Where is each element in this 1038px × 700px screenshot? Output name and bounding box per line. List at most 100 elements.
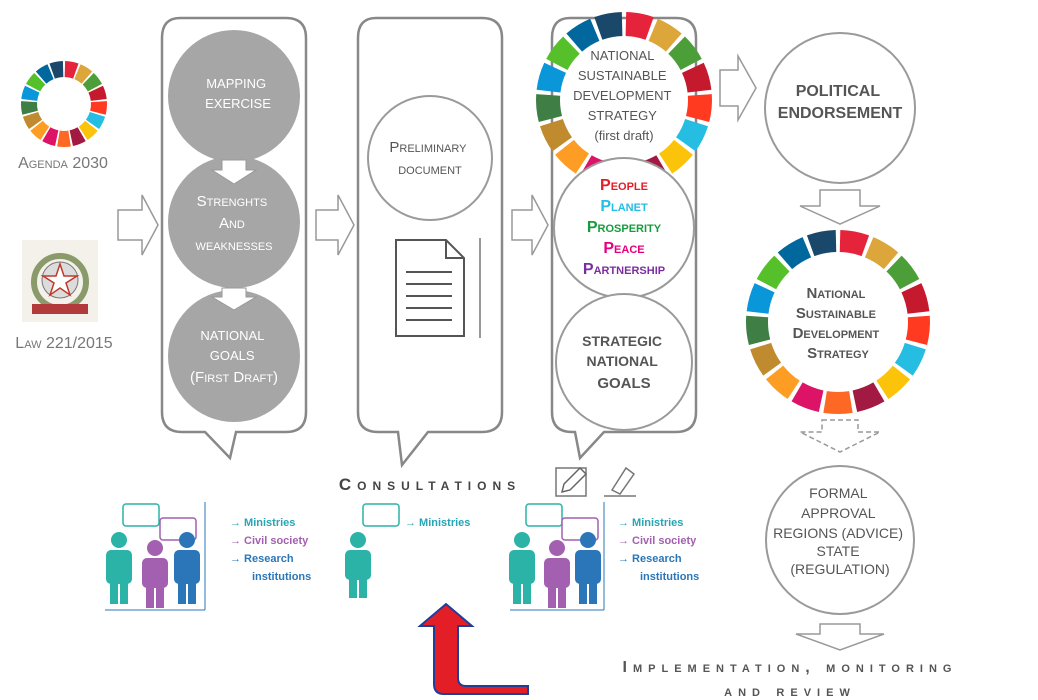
stakeholders-list-3: → Ministries → Civil society → Research … (618, 517, 699, 583)
wheel-segment (668, 36, 702, 71)
wheel-segment (876, 365, 911, 399)
wheel-segment (681, 62, 712, 93)
pillar-label: People (600, 177, 648, 194)
wheel-segment (777, 237, 812, 270)
formal-approval-label: FORMAL APPROVAL REGIONS (ADVICE) STATE (… (773, 485, 907, 577)
wheel-segment (676, 119, 709, 152)
flow-arrows (117, 53, 885, 651)
wheel-segment (22, 112, 43, 130)
feedback-arrow-icon (417, 602, 529, 695)
review-label: and review (724, 683, 856, 700)
wheel-segment (57, 130, 71, 148)
strategic-goals-circle (555, 293, 693, 431)
wheel-segment (42, 127, 59, 147)
preliminary-document-label: Preliminary document (389, 139, 470, 178)
wheel-segment (659, 139, 693, 174)
highlighter-icon (604, 466, 636, 497)
mapping-label: MAPPING EXERCISE (205, 76, 271, 111)
wheel-segment (791, 382, 824, 412)
wheel-segment (85, 112, 106, 130)
stakeholders-list-1: → Ministries → Civil society → Research … (230, 517, 311, 583)
mapping-circle (168, 30, 300, 162)
wheel-segment (21, 85, 40, 101)
strengths-circle (168, 156, 300, 288)
sdg-wheel-icon (21, 61, 107, 148)
wheel-segment (852, 382, 885, 412)
wheel-segment (21, 101, 38, 115)
strategy-draft-circle (566, 42, 682, 158)
arrow-down-icon (210, 159, 258, 185)
wheel-segment (25, 72, 46, 92)
dashed-arrow-down-icon (799, 419, 881, 453)
arrow-right-icon (719, 53, 757, 123)
wheel-segment (69, 127, 86, 147)
wheel-segment (90, 101, 107, 115)
wheel-segment (750, 342, 782, 376)
wheel-segment (685, 94, 712, 122)
wheel-segment (806, 230, 837, 257)
wheel-segment (746, 283, 775, 314)
wheel-segment (901, 283, 930, 314)
wheel-segment (64, 61, 79, 79)
stakeholders-list-2: → Ministries (405, 517, 470, 529)
document-icon (395, 238, 481, 338)
wheel-segment (823, 391, 853, 415)
preliminary-circle (367, 95, 493, 221)
agenda-2030-label: Agenda 2030 (18, 155, 108, 172)
wheel-segment (78, 120, 98, 140)
arrow-right-icon (315, 194, 355, 256)
wheel-segment (88, 85, 107, 101)
edit-icon (555, 466, 588, 497)
strategy-final-label: National Sustainable Development Strateg… (793, 285, 884, 362)
pillar-label: Partnership (583, 261, 665, 278)
wheel-segment (49, 61, 64, 79)
wheel-segment (74, 64, 93, 84)
arrow-down-icon (795, 623, 885, 651)
stakeholders-group-1-icon (105, 502, 206, 611)
wheel-segment (546, 36, 580, 71)
wheel-segment (82, 72, 103, 92)
wheel-segment (625, 12, 654, 40)
national-goals-draft-label: NATIONAL GOALS (First Draft) (190, 328, 278, 386)
wheel-segment (894, 342, 926, 376)
wheel-segment (839, 230, 870, 257)
stakeholders-group-2-icon (345, 503, 400, 598)
wheel-segment (648, 18, 682, 52)
wheel-segment (746, 315, 771, 345)
law-label: Law 221/2015 (15, 335, 112, 352)
wheel-segment (536, 62, 567, 93)
stakeholders-group-3-icon (509, 502, 605, 611)
wheel-segment (886, 255, 920, 290)
pillar-label: Peace (603, 240, 644, 257)
wheel-segment (765, 365, 800, 399)
endorsement-circle (764, 32, 916, 184)
wheel-segment (35, 64, 54, 84)
wheel-segment (594, 12, 623, 40)
formal-approval-circle (765, 465, 915, 615)
consultations-title: Consultations (339, 475, 521, 494)
wheel-segment (756, 255, 790, 290)
political-endorsement-label: POLITICAL ENDORSEMENT (778, 83, 903, 122)
goals-circle (168, 290, 300, 422)
italian-republic-emblem-icon (22, 240, 98, 322)
wheel-segment (539, 119, 572, 152)
arrow-down-icon (799, 189, 881, 225)
arrow-right-icon (117, 194, 159, 256)
arrow-down-icon (210, 287, 258, 311)
pillar-label: Planet (600, 198, 648, 215)
strategy-draft-label: NATIONAL SUSTAINABLE DEVELOPMENT STRATEG… (573, 48, 675, 143)
pillar-label: Prosperity (587, 219, 662, 236)
arrow-right-icon (511, 194, 549, 256)
strategic-goals-label: STRATEGIC NATIONAL GOALS (582, 333, 666, 392)
wheel-segment (555, 139, 589, 174)
wheel-segment (30, 120, 50, 140)
wheel-segment (905, 315, 930, 345)
sdg-wheel-icon (746, 230, 930, 415)
strengths-label: Strenghts And weaknesses (195, 193, 272, 254)
wheel-segment (536, 94, 563, 122)
wheel-segment (566, 18, 600, 52)
implementation-label: Implementation, monitoring (623, 659, 958, 676)
wheel-segment (864, 237, 899, 270)
